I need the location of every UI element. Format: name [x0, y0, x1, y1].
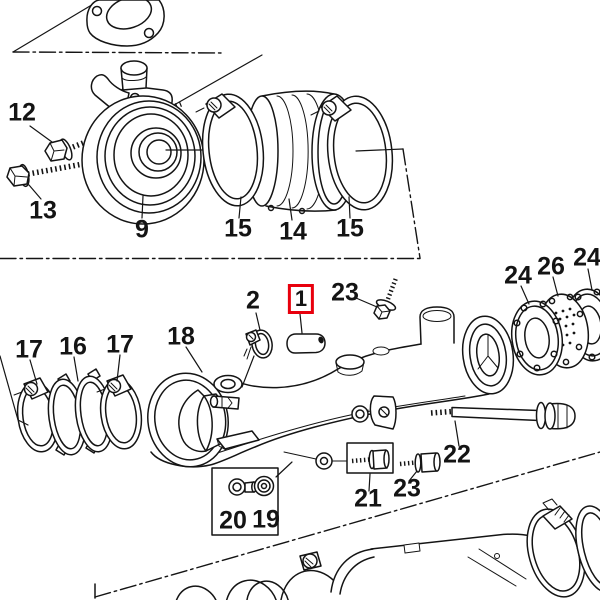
- callout-2[interactable]: 2: [246, 286, 260, 315]
- callout-20[interactable]: 20: [219, 506, 247, 535]
- exhaust-pipe-18: [145, 306, 515, 470]
- callout-13[interactable]: 13: [29, 196, 57, 225]
- clamp-2: [243, 329, 273, 360]
- callout-18[interactable]: 18: [167, 322, 195, 351]
- callout-23-a[interactable]: 23: [331, 278, 359, 307]
- coupling-16: [47, 368, 114, 456]
- callout-17-a[interactable]: 17: [15, 335, 43, 364]
- clamp-17-a: [13, 377, 60, 453]
- bolt-23-bottom: [399, 452, 441, 473]
- callout-leaders: [0, 125, 593, 492]
- part-9-outlet: [81, 60, 205, 225]
- clamp-17-b: [96, 374, 143, 450]
- callout-15-a[interactable]: 15: [224, 214, 252, 243]
- callout-22[interactable]: 22: [443, 440, 471, 469]
- callout-15-b[interactable]: 15: [336, 214, 364, 243]
- clamp-15-b: [310, 95, 394, 211]
- gasket-top: [86, 0, 165, 47]
- callout-14[interactable]: 14: [279, 217, 307, 246]
- box-21: [346, 442, 394, 474]
- bolt-13: [6, 144, 178, 188]
- clamp-15-a: [195, 93, 265, 207]
- axis-leaders: [165, 148, 404, 152]
- callout-24-a[interactable]: 24: [504, 261, 532, 290]
- callout-23-b[interactable]: 23: [393, 474, 421, 503]
- callout-24-b[interactable]: 24: [573, 243, 600, 272]
- callout-12[interactable]: 12: [8, 98, 36, 127]
- callout-26[interactable]: 26: [537, 252, 565, 281]
- callout-1-selected[interactable]: 1: [287, 284, 315, 314]
- bottom-muffler-section: [173, 498, 600, 600]
- callout-21[interactable]: 21: [354, 484, 382, 513]
- bolt-22: [430, 401, 576, 430]
- box-20-19: [211, 467, 279, 536]
- bolt-23-top: [373, 277, 399, 320]
- callout-9[interactable]: 9: [135, 215, 149, 244]
- callout-19[interactable]: 19: [252, 505, 280, 534]
- callout-16[interactable]: 16: [59, 332, 87, 361]
- gasket-24-a: [510, 300, 564, 376]
- callout-17-b[interactable]: 17: [106, 330, 134, 359]
- hose-1: [286, 333, 326, 354]
